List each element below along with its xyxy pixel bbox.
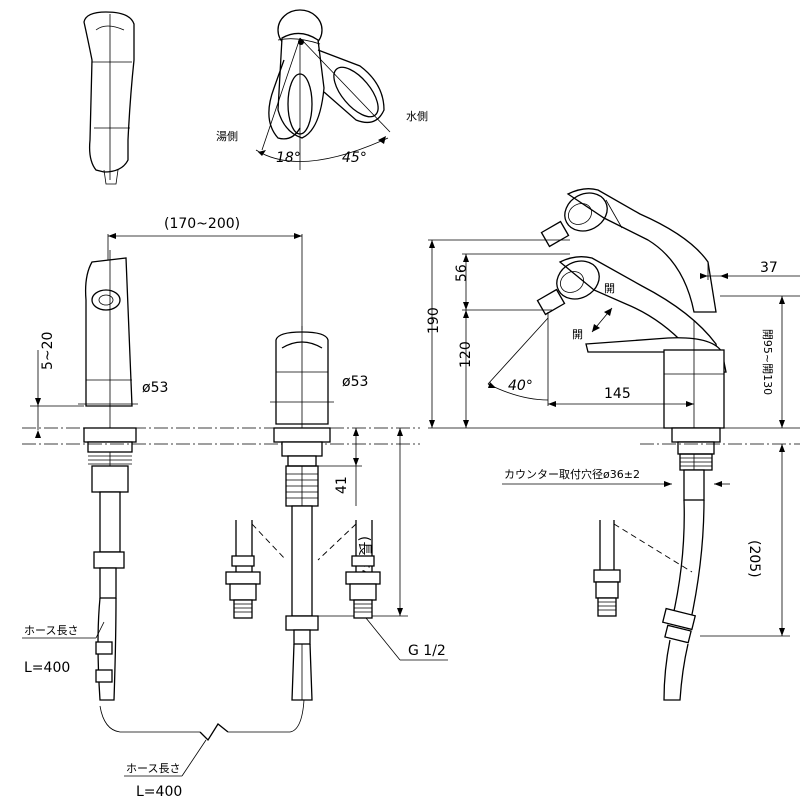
below-counter-dim: (205) — [746, 540, 762, 578]
thread-size-label: G 1/2 — [408, 643, 446, 659]
spout-reach-dim-side: 145 — [604, 386, 631, 402]
counter-hole-label: カウンター取付穴径ø36±2 — [504, 467, 640, 481]
open-label-1: 開 — [604, 282, 615, 295]
hot-side-label: 湯側 — [216, 130, 238, 143]
shank-length-dim: 41 — [334, 476, 350, 494]
spout-reach-dim: (170~200) — [164, 216, 240, 232]
lever-top-view: 湯側 水側 18° 45° — [216, 9, 428, 170]
front-view: (170~200) 5~20 ø53 — [22, 216, 448, 800]
spout-angle-dim: 40° — [508, 378, 533, 394]
spout-body-diameter-dim: ø53 — [142, 380, 168, 396]
spout-detail-view — [83, 11, 135, 185]
total-height-dim: 190 — [426, 307, 442, 334]
hose-length-label-bottom: ホース長さ — [126, 762, 180, 775]
cold-angle-label: 45° — [342, 150, 367, 166]
cold-side-label: 水側 — [406, 110, 428, 123]
open-label-2: 開 — [572, 328, 583, 341]
handle-open-range-dim: 開95~開130 — [761, 329, 774, 395]
head-offset-dim: 56 — [454, 264, 470, 282]
head-projection-dim: 37 — [760, 260, 778, 276]
hose-length-label-left: ホース長さ — [24, 624, 78, 637]
handle-body-diameter-dim: ø53 — [342, 374, 368, 390]
side-view: 開 開 190 — [426, 188, 800, 701]
hose-length-value-left: L=400 — [24, 660, 70, 676]
hose-length-value-bottom: L=400 — [136, 784, 182, 800]
spout-height-adjust-dim: 5~20 — [40, 332, 56, 370]
hot-angle-label: 18° — [276, 150, 301, 166]
spout-height-dim: 120 — [458, 341, 474, 368]
